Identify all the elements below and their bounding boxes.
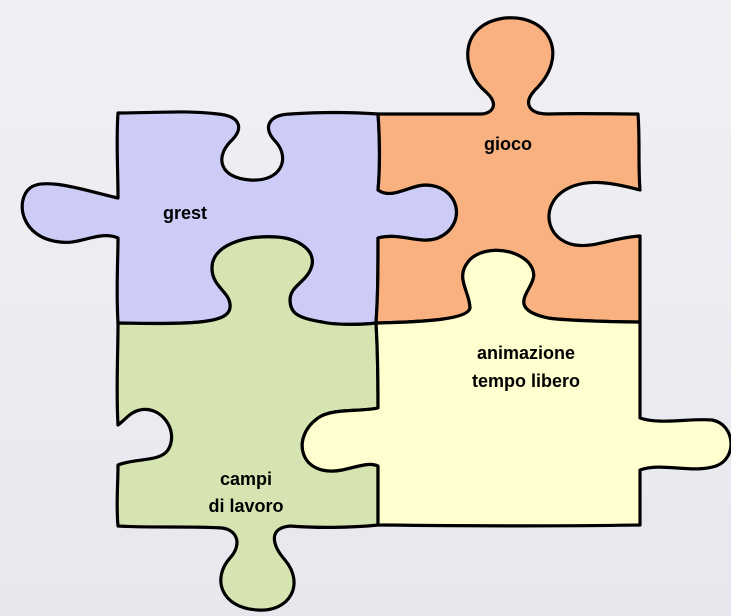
grest-label: grest <box>163 203 207 223</box>
animazione-shape <box>300 248 731 528</box>
gioco-shape <box>374 16 642 325</box>
campi-label-line1: campi <box>220 469 272 489</box>
animazione-label-line1: animazione <box>477 343 575 363</box>
campi-label-line2: di lavoro <box>208 496 283 516</box>
puzzle-piece-gioco: gioco <box>374 16 642 325</box>
puzzle-piece-animazione: animazione tempo libero <box>300 248 731 528</box>
animazione-label-line2: tempo libero <box>472 371 580 391</box>
gioco-label: gioco <box>484 134 532 154</box>
